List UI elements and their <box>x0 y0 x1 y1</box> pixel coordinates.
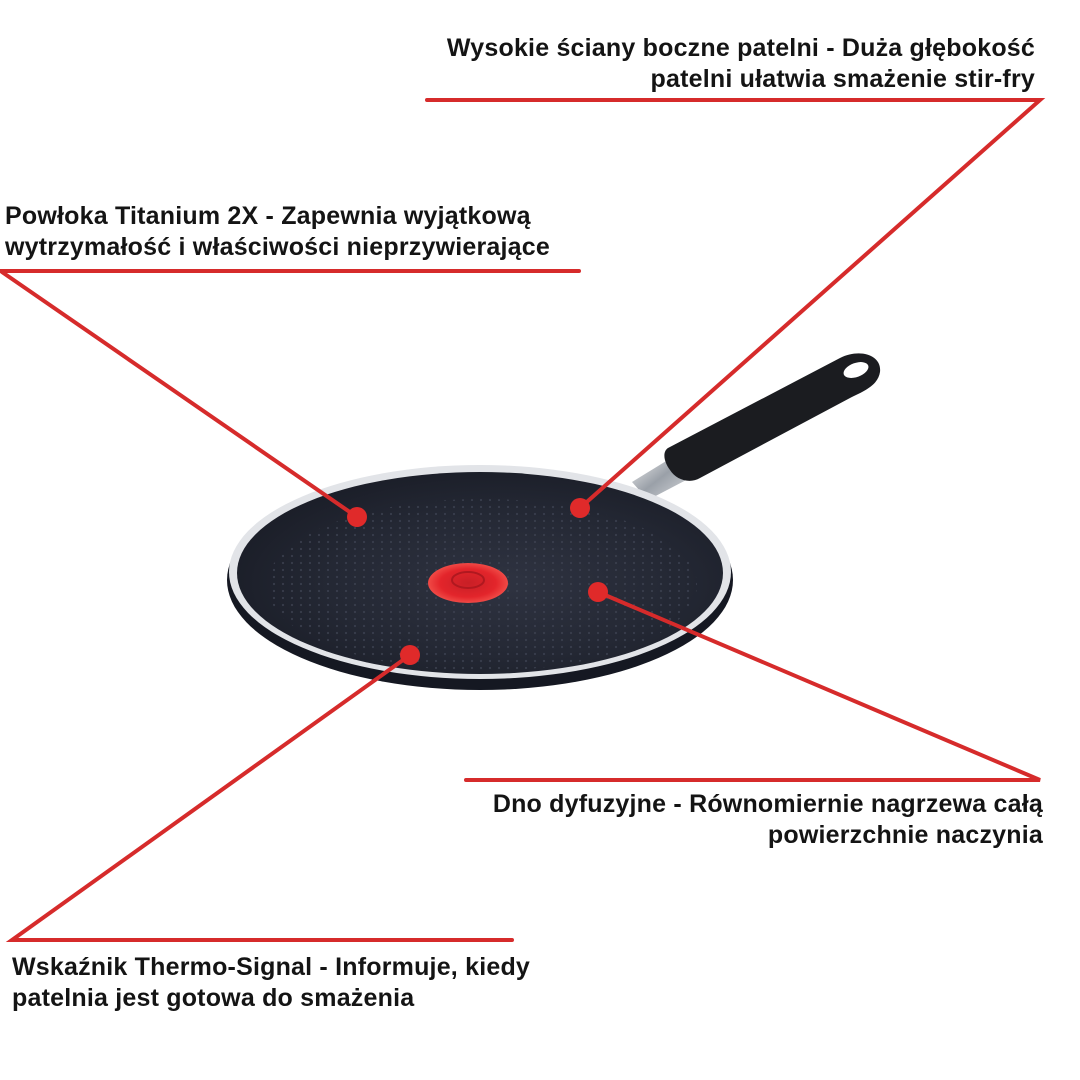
callout-thermo-line2: patelnia jest gotowa do smażenia <box>12 984 415 1012</box>
leader-line-base <box>464 590 1041 782</box>
callout-thermo-line1: Wskaźnik Thermo-Signal - Informuje, kied… <box>12 953 531 981</box>
callout-base-line1: Dno dyfuzyjne - Równomiernie nagrzewa ca… <box>492 790 1043 818</box>
marker-base <box>588 582 608 602</box>
callout-thermo-signal: Wskaźnik Thermo-Signal - Informuje, kied… <box>12 952 530 1014</box>
leader-line-walls <box>425 98 1046 510</box>
leader-line-coating <box>0 270 359 519</box>
callout-coating-line2: wytrzymałość i właściwości nieprzywieraj… <box>5 233 550 261</box>
leader-lines <box>0 98 1046 942</box>
hanging-hole <box>843 362 869 378</box>
callout-titanium-coating: Powłoka Titanium 2X - Zapewnia wyjątkową… <box>5 201 550 263</box>
callout-walls-line1: Wysokie ściany boczne patelni - Duża głę… <box>446 34 1035 62</box>
frying-pan-icon <box>227 465 733 690</box>
thermo-signal-icon <box>428 563 508 603</box>
callout-high-side-walls: Wysokie ściany boczne patelni - Duża głę… <box>447 33 1035 95</box>
callout-base-line2: powierzchnie naczynia <box>767 821 1043 849</box>
marker-thermo <box>400 645 420 665</box>
marker-coating <box>347 507 367 527</box>
callout-coating-line1: Powłoka Titanium 2X - Zapewnia wyjątkową <box>5 202 531 230</box>
marker-walls <box>570 498 590 518</box>
feature-markers <box>347 498 608 665</box>
leader-line-thermo <box>5 653 514 942</box>
callout-diffusion-base: Dno dyfuzyjne - Równomiernie nagrzewa ca… <box>493 789 1043 851</box>
callout-walls-line2: patelni ułatwia smażenie stir-fry <box>650 65 1035 93</box>
